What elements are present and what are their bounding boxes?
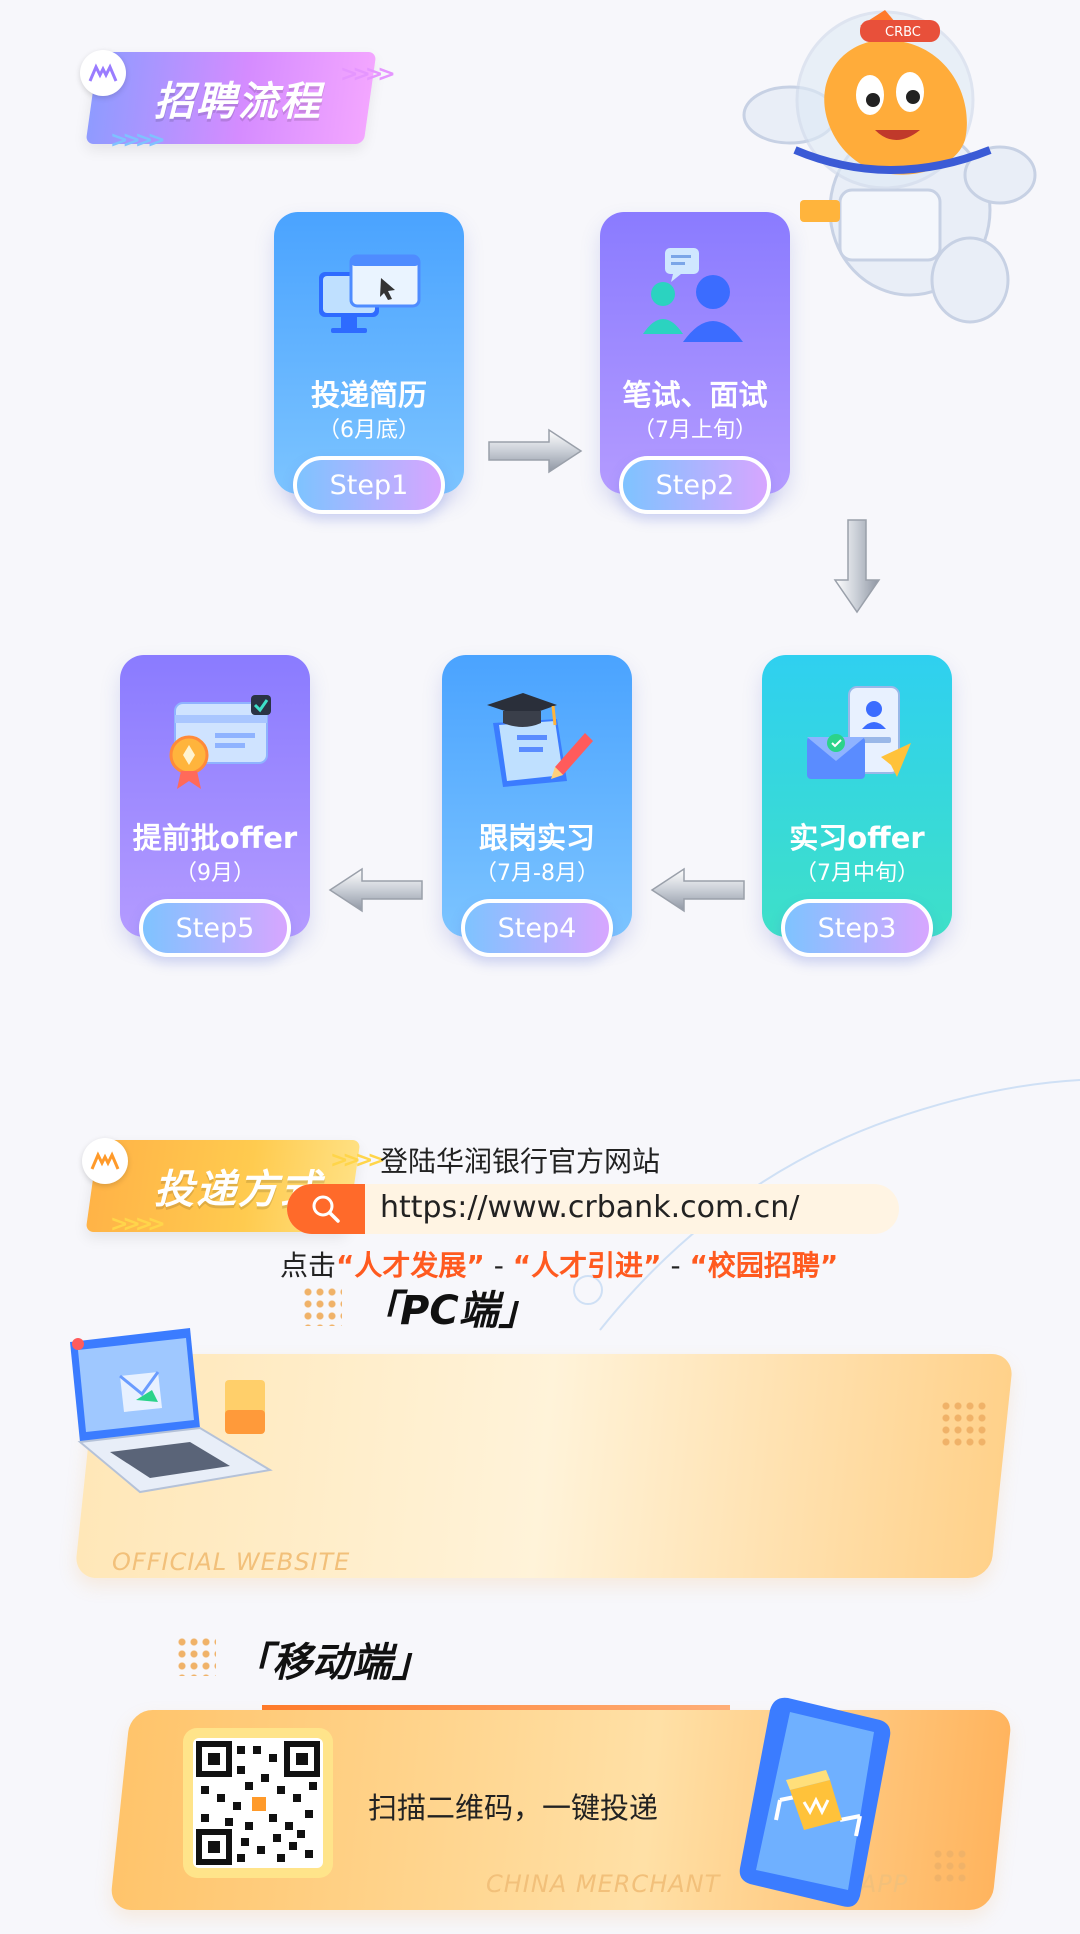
chevrons-icon: >>>> <box>330 1148 386 1173</box>
navigation-path: 点击“人才发展” - “人才引进” - “校园招聘” <box>280 1244 838 1284</box>
step-badge: Step1 <box>293 456 445 514</box>
chevrons-icon: >>>> <box>340 62 396 87</box>
bank-logo-icon <box>80 50 126 96</box>
step-card-3: 实习offer （7月中旬） Step3 <box>762 655 952 957</box>
decorative-dots <box>940 1400 988 1448</box>
bank-logo-icon <box>82 1138 128 1184</box>
step-time: （7月中旬） <box>795 861 919 886</box>
laptop-icon <box>70 1328 273 1494</box>
people-chat-icon <box>643 248 743 342</box>
card-medal-icon <box>169 695 271 789</box>
mobile-watermark: CHINA MERCHANT <box>486 1870 721 1898</box>
step-title: 跟岗实习 <box>478 821 595 855</box>
arrow-left-icon <box>328 867 423 913</box>
search-icon <box>312 1195 340 1223</box>
mobile-title-text: 移动端 <box>272 1640 392 1686</box>
step-title: 实习offer <box>789 821 925 855</box>
nav-prefix: 点击 <box>280 1249 337 1282</box>
nav-item-talent-development: “人才发展” <box>336 1249 485 1282</box>
pc-title-text: PC端 <box>400 1288 499 1334</box>
mobile-instruction: 扫描二维码，一键投递 <box>368 1791 659 1825</box>
step-title: 投递简历 <box>310 378 427 412</box>
decorative-dots <box>932 1848 968 1884</box>
decorative-dots <box>176 1636 216 1676</box>
nav-separator: - <box>661 1249 690 1282</box>
step-badge: Step3 <box>781 899 933 957</box>
step-time: （7月-8月） <box>475 861 599 886</box>
step-badge: Step2 <box>619 456 771 514</box>
step-title: 笔试、面试 <box>622 378 768 412</box>
chevrons-icon: >>>> <box>110 128 166 153</box>
pc-instruction: 登陆华润银行官方网站 <box>380 1145 661 1178</box>
step-card-4: 跟岗实习 （7月-8月） Step4 <box>442 655 632 957</box>
step-time: （7月上旬） <box>633 418 757 443</box>
qr-code[interactable] <box>183 1728 333 1878</box>
arrow-right-icon <box>488 428 583 474</box>
chevrons-icon: >>>> <box>110 1212 166 1237</box>
bracket-close: 」 <box>392 1640 432 1686</box>
search-button[interactable] <box>287 1184 365 1234</box>
step-card-1: 投递简历 （6月底） Step1 <box>274 212 464 514</box>
qr-code-pattern <box>193 1738 323 1868</box>
mascot-cap-label: CRBC <box>885 25 921 40</box>
mobile-subtitle: 「移动端」 <box>232 1630 432 1688</box>
step-card-5: 提前批offer （9月） Step5 <box>120 655 310 957</box>
nav-separator: - <box>484 1249 513 1282</box>
url-field[interactable] <box>287 1184 899 1234</box>
envelope-phone-icon <box>807 686 911 779</box>
step-card-2: 笔试、面试 （7月上旬） Step2 <box>600 212 790 514</box>
process-section-title: 招聘流程 <box>154 79 322 125</box>
bracket-close: 」 <box>498 1288 539 1334</box>
step-badge: Step4 <box>461 899 613 957</box>
pc-subtitle: 「PC端」 <box>360 1278 539 1336</box>
decorative-dots <box>302 1286 342 1326</box>
step-badge: Step5 <box>139 899 291 957</box>
pc-watermark: OFFICIAL WEBSITE <box>112 1548 351 1576</box>
bracket-open: 「 <box>360 1288 400 1334</box>
nav-item-campus-recruitment: “校园招聘” <box>689 1249 839 1282</box>
step-time: （9月） <box>175 861 255 886</box>
arrow-left-icon <box>650 867 745 913</box>
title-underline <box>262 1705 730 1711</box>
nav-item-talent-introduction: “人才引进” <box>512 1249 662 1282</box>
website-url-link[interactable]: https://www.crbank.com.cn/ <box>380 1190 800 1225</box>
arrow-down-icon <box>833 519 881 614</box>
background-curve <box>573 1079 1080 1331</box>
graduation-book-icon <box>487 693 593 787</box>
phone-icon <box>739 1697 891 1907</box>
step-title: 提前批offer <box>132 821 298 855</box>
computer-cursor-icon <box>319 254 421 333</box>
astronaut-mascot: CRBC <box>742 10 1037 324</box>
bracket-open: 「 <box>232 1640 272 1686</box>
step-time: （6月底） <box>318 418 420 443</box>
mobile-watermark-app: APP <box>860 1870 909 1898</box>
